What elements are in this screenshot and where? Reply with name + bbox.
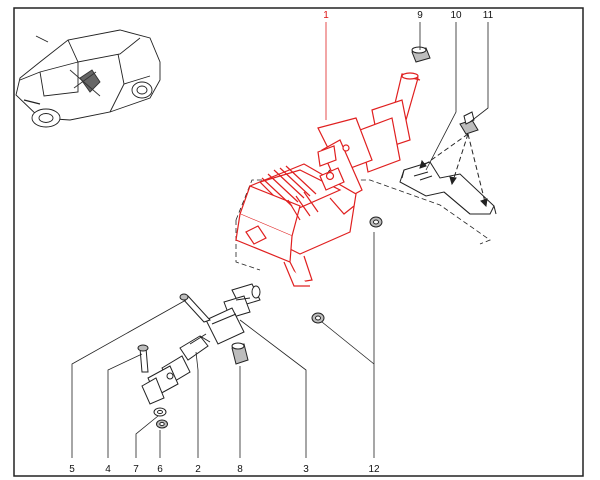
upper-bushing	[411, 46, 431, 63]
steering-column	[235, 72, 421, 287]
bolt-arrows	[419, 133, 488, 208]
lower-bolt	[137, 344, 149, 373]
shaft-grommet	[231, 342, 249, 365]
washer	[153, 407, 167, 417]
callout-4: 4	[105, 464, 111, 475]
nut-lower	[311, 312, 325, 324]
callout-3: 3	[303, 464, 309, 475]
lock-nut	[156, 419, 168, 429]
intermediate-shaft	[179, 333, 211, 361]
callout-5: 5	[69, 464, 75, 475]
nut-upper	[369, 216, 383, 228]
callout-labels: 1 2 3 4 5 6 7 8 9 10 11 12	[69, 10, 493, 475]
callout-9: 9	[417, 10, 423, 21]
callout-7: 7	[133, 464, 139, 475]
bracket-bolt	[459, 111, 479, 135]
hatchback-car-icon	[15, 29, 161, 128]
callout-12: 12	[368, 464, 380, 475]
callout-8: 8	[237, 464, 243, 475]
lower-universal-joint	[141, 355, 191, 405]
leader-lines	[71, 22, 489, 458]
callout-11: 11	[483, 10, 494, 21]
mounting-bracket	[399, 161, 497, 215]
diagram-border	[13, 7, 584, 477]
callout-1: 1	[323, 10, 329, 21]
callout-6: 6	[157, 464, 163, 475]
callout-10: 10	[450, 10, 462, 21]
upper-universal-joint	[205, 283, 261, 345]
callout-2: 2	[195, 464, 201, 475]
pinch-bolt	[179, 293, 211, 323]
